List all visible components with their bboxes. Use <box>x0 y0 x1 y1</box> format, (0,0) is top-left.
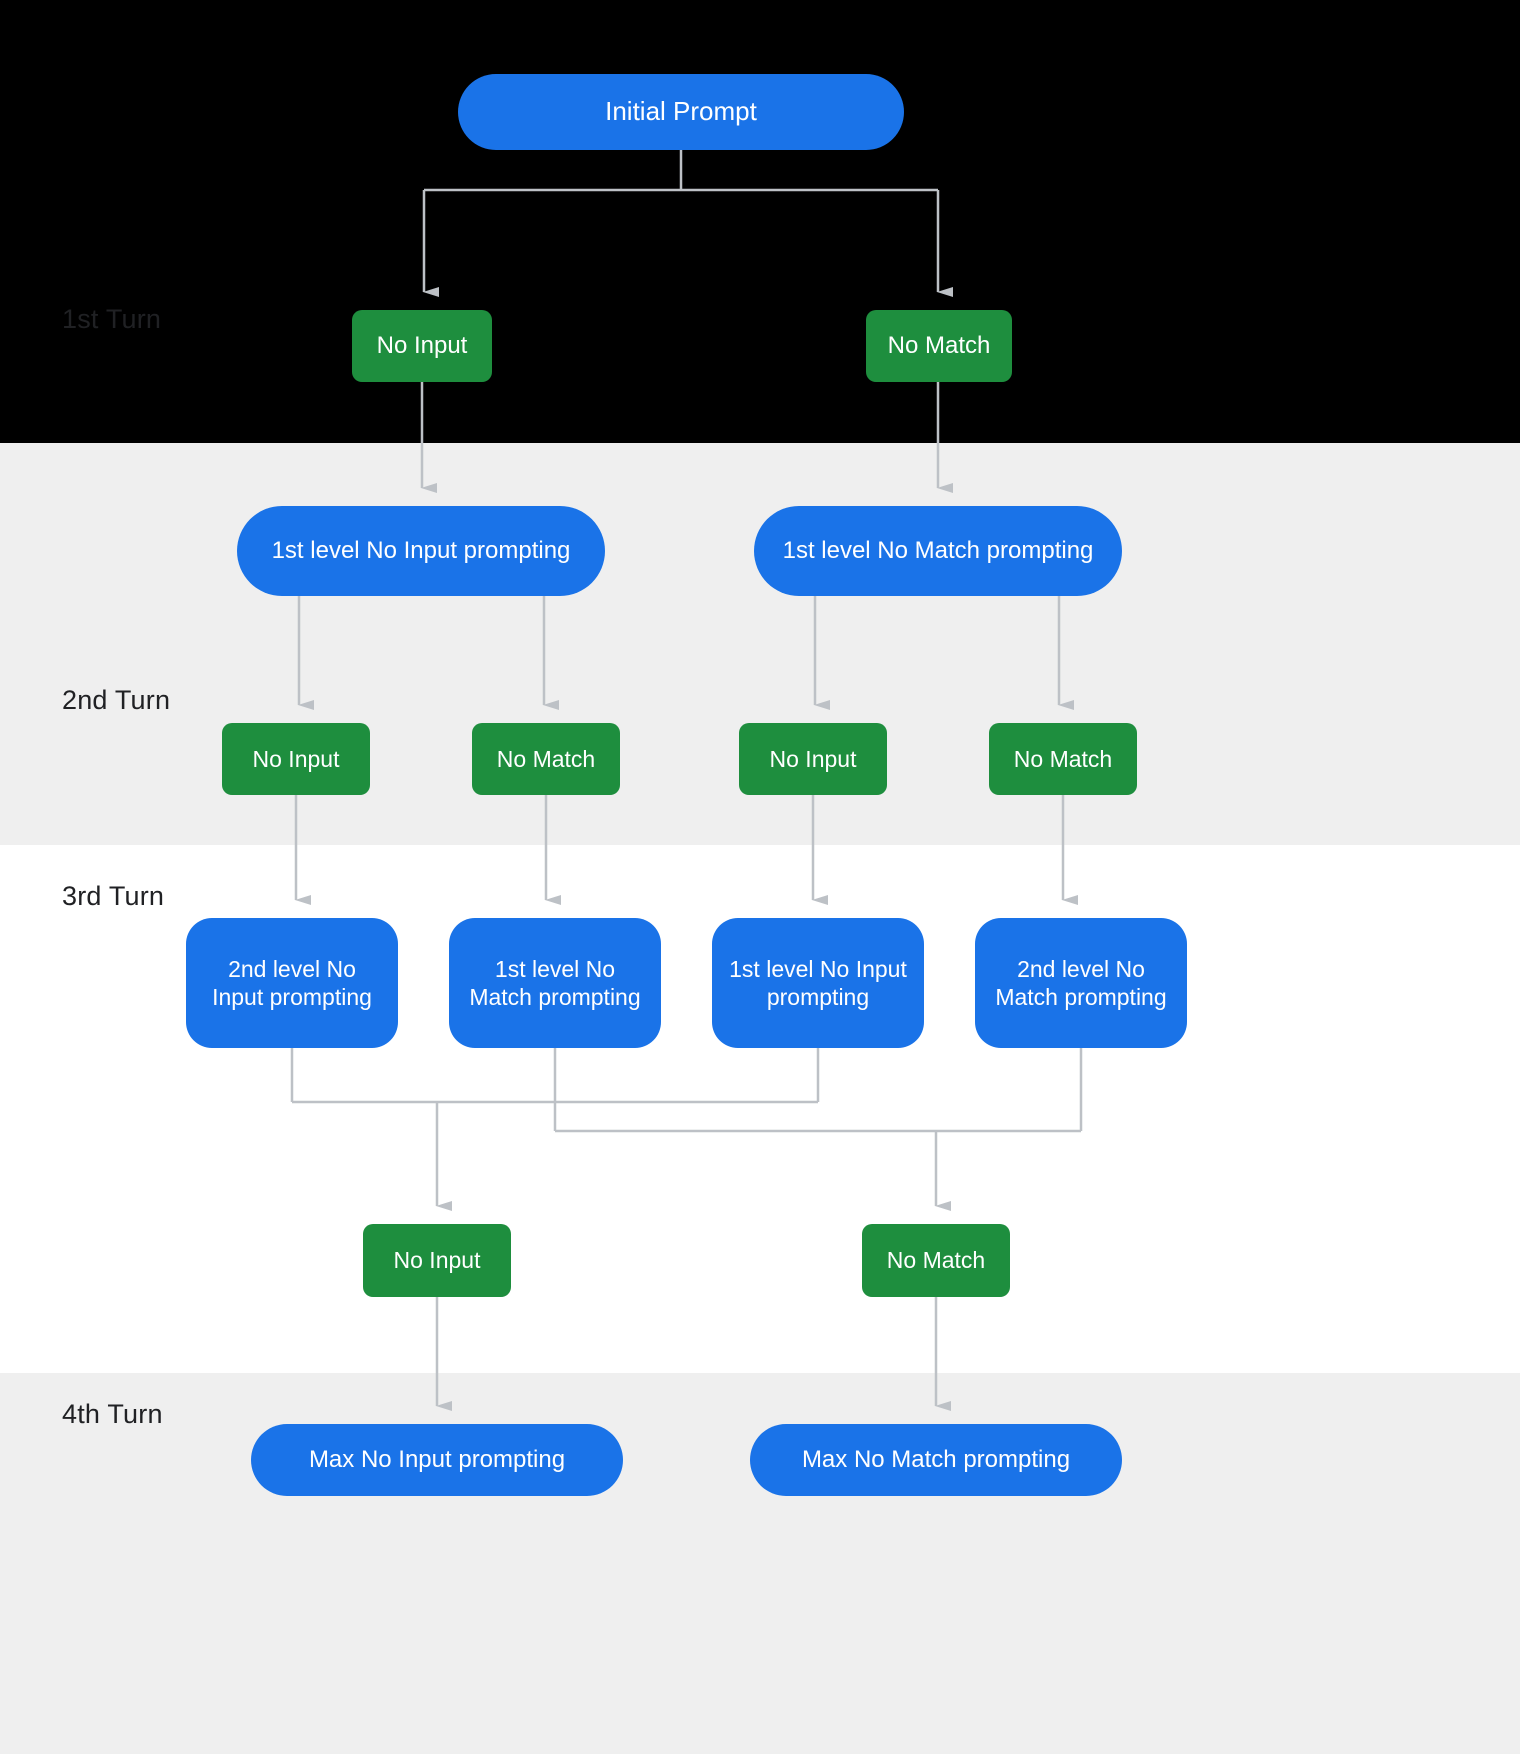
turn-label-3rd: 3rd Turn <box>62 881 165 911</box>
band-4th-turn <box>0 1373 1520 1754</box>
node-2nd-turn-no-input-left[interactable]: No Input <box>222 723 370 795</box>
node-1st-level-no-input-prompting[interactable]: 1st level No Input prompting <box>237 506 605 596</box>
node-1st-turn-no-match[interactable]: No Match <box>866 310 1012 382</box>
node-1st-level-no-match-prompting[interactable]: 1st level No Match prompting <box>754 506 1122 596</box>
turn-label-1st: 1st Turn <box>62 304 162 334</box>
node-1st-level-no-input-prompting-3rd[interactable]: 1st level No Input prompting <box>712 918 924 1048</box>
band-1st-turn <box>0 0 1520 443</box>
node-2nd-turn-no-match-left[interactable]: No Match <box>472 723 620 795</box>
node-1st-level-no-match-prompting-3rd[interactable]: 1st level No Match prompting <box>449 918 661 1048</box>
node-2nd-level-no-input-prompting[interactable]: 2nd level No Input prompting <box>186 918 398 1048</box>
node-max-no-match-prompting[interactable]: Max No Match prompting <box>750 1424 1122 1496</box>
node-3rd-turn-no-match[interactable]: No Match <box>862 1224 1010 1297</box>
turn-label-2nd: 2nd Turn <box>62 685 171 715</box>
node-initial-prompt[interactable]: Initial Prompt <box>458 74 904 150</box>
node-2nd-turn-no-match-right[interactable]: No Match <box>989 723 1137 795</box>
node-max-no-input-prompting[interactable]: Max No Input prompting <box>251 1424 623 1496</box>
node-1st-turn-no-input[interactable]: No Input <box>352 310 492 382</box>
node-2nd-turn-no-input-right[interactable]: No Input <box>739 723 887 795</box>
turn-label-4th: 4th Turn <box>62 1399 163 1429</box>
node-2nd-level-no-match-prompting[interactable]: 2nd level No Match prompting <box>975 918 1187 1048</box>
node-3rd-turn-no-input[interactable]: No Input <box>363 1224 511 1297</box>
